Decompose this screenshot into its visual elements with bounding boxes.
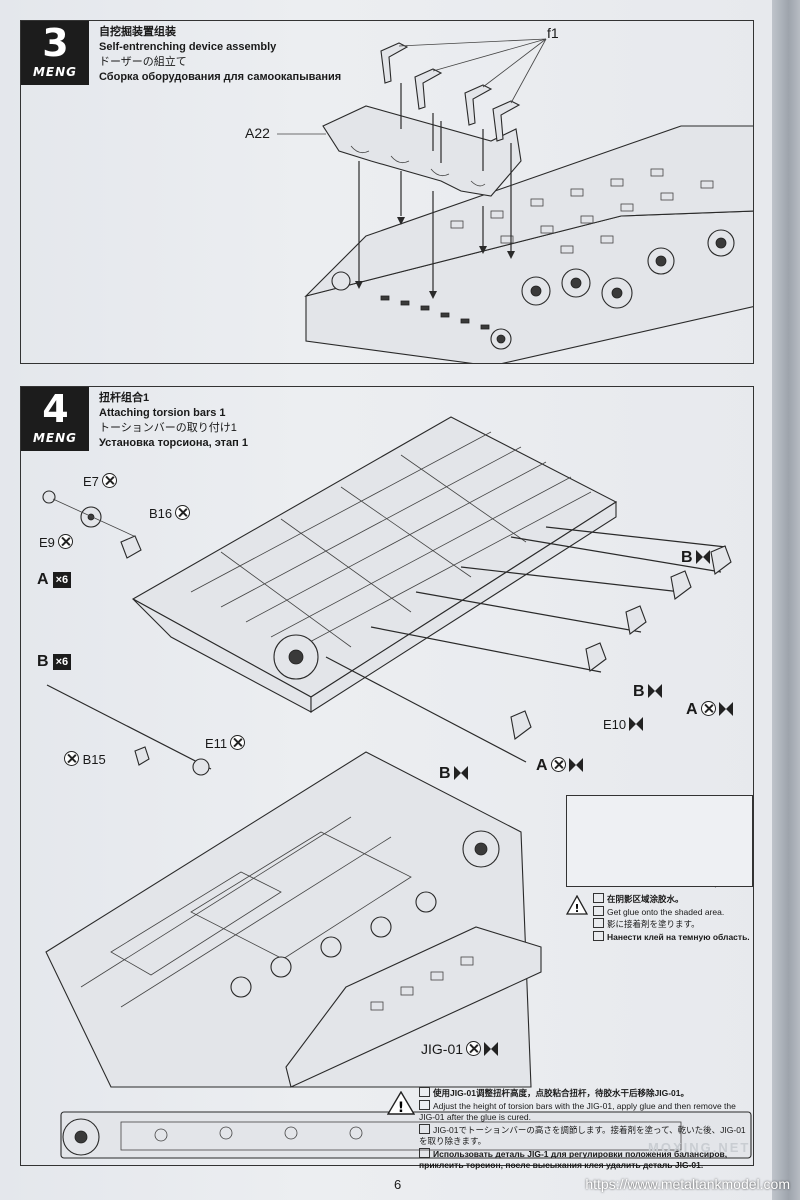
cut-icon xyxy=(57,534,73,549)
brand-logo: MENG xyxy=(32,65,78,79)
group-label-a-lower: A xyxy=(536,757,576,775)
cut-icon xyxy=(175,505,191,520)
cut-icon xyxy=(550,757,566,772)
jig-note-en: Adjust the height of torsion bars with t… xyxy=(419,1099,736,1122)
watermark-faint: MOXING.NET xyxy=(648,1140,751,1155)
group-label-b-upper: B xyxy=(681,549,703,567)
step-3-panel: 3 MENG 自挖掘装置组装 Self-entrenching device a… xyxy=(20,20,754,364)
step-3-titles: 自挖掘装置组装 Self-entrenching device assembly… xyxy=(99,25,341,85)
glue-icon xyxy=(647,684,655,698)
jig-note: 使用JIG-01调整扭杆高度，点胶粘合扭杆，待胶水干后移除JIG-01。 Adj… xyxy=(419,1087,749,1172)
step-4-title-zh: 扭杆组合1 xyxy=(99,392,150,404)
part-label-e10: E10 xyxy=(603,717,637,732)
step-4-panel: 4 MENG 扭杆组合1 Attaching torsion bars 1 トー… xyxy=(20,386,754,1170)
group-label-b-qty: B×6 xyxy=(37,653,72,671)
cut-icon xyxy=(700,701,716,716)
step-3-title-ja: ドーザーの組立て xyxy=(99,56,187,68)
step-3-title-zh: 自挖掘装置组装 xyxy=(99,26,176,38)
brand-logo: MENG xyxy=(32,431,78,445)
cut-icon xyxy=(230,735,246,750)
cut-icon xyxy=(466,1041,482,1056)
svg-text:!: ! xyxy=(398,1100,404,1115)
step-4-titles: 扭杆组合1 Attaching torsion bars 1 トーションバーの取… xyxy=(99,391,248,451)
step-4-number: 4 xyxy=(42,387,68,431)
page-number: 6 xyxy=(394,1177,402,1192)
warning-icon: ! xyxy=(387,1091,415,1115)
jig-note-ru: Использовать деталь JIG-1 для регулировк… xyxy=(419,1147,728,1170)
glue-icon xyxy=(629,717,637,731)
group-label-a-right: A xyxy=(686,701,726,719)
part-label-e7: E7 xyxy=(83,473,117,489)
part-label-f1: f1 xyxy=(547,25,559,41)
step-4-title-en: Attaching torsion bars 1 xyxy=(99,407,226,419)
cut-icon xyxy=(64,751,79,766)
cut-icon xyxy=(101,473,117,488)
step-3-title-ru: Сборка оборудования для самоокапывания xyxy=(99,71,342,83)
glue-note-ru: Нанести клей на темную область. xyxy=(593,930,753,944)
part-label-b15: B15 xyxy=(61,751,106,767)
instruction-page: 3 MENG 自挖掘装置组装 Self-entrenching device a… xyxy=(0,0,772,1200)
svg-text:!: ! xyxy=(574,902,579,915)
glue-note-en: Get glue onto the shaded area. xyxy=(593,905,753,919)
glue-icon xyxy=(484,1042,492,1056)
glue-note: 在阴影区域涂胶水。 Get glue onto the shaded area.… xyxy=(593,893,753,943)
step-3-title-en: Self-entrenching device assembly xyxy=(99,41,277,53)
step-4-title-ru: Установка торсиона, этап 1 xyxy=(99,437,248,449)
step-4-badge: 4 MENG xyxy=(21,387,89,451)
glue-icon xyxy=(453,766,461,780)
part-label-e9: E9 xyxy=(39,534,73,550)
part-label-jig01: JIG-01 xyxy=(421,1041,492,1057)
group-label-b-mid: B xyxy=(633,683,655,701)
glue-note-ja: 影に接着剤を塗ります。 xyxy=(593,918,753,931)
part-label-b16: B16 xyxy=(149,505,191,521)
jig-note-ja: JIG-01でトーションバーの高さを調節します。接着剤を塗って、乾いた後、JIG… xyxy=(419,1123,746,1146)
binding-edge xyxy=(772,0,800,1200)
step-4-drawing xyxy=(42,416,752,1159)
glue-icon xyxy=(568,758,576,772)
glue-icon xyxy=(718,702,726,716)
step-3-number: 3 xyxy=(42,21,68,65)
step-3-drawing xyxy=(277,38,753,363)
glue-detail-inset xyxy=(566,795,753,887)
step-4-title-ja: トーションバーの取り付け1 xyxy=(99,422,237,434)
part-label-e11: E11 xyxy=(205,735,246,751)
group-label-a-qty: A×6 xyxy=(37,571,72,589)
warning-icon: ! xyxy=(566,895,588,915)
group-label-b-lower: B xyxy=(439,765,461,783)
watermark-url: https://www.metaltankmodel.com xyxy=(585,1176,790,1192)
part-label-a22: A22 xyxy=(245,125,270,141)
glue-note-zh: 在阴影区域涂胶水。 xyxy=(593,893,753,906)
step-3-badge: 3 MENG xyxy=(21,21,89,85)
jig-note-zh: 使用JIG-01调整扭杆高度，点胶粘合扭杆，待胶水干后移除JIG-01。 xyxy=(419,1087,749,1100)
glue-icon xyxy=(695,550,703,564)
